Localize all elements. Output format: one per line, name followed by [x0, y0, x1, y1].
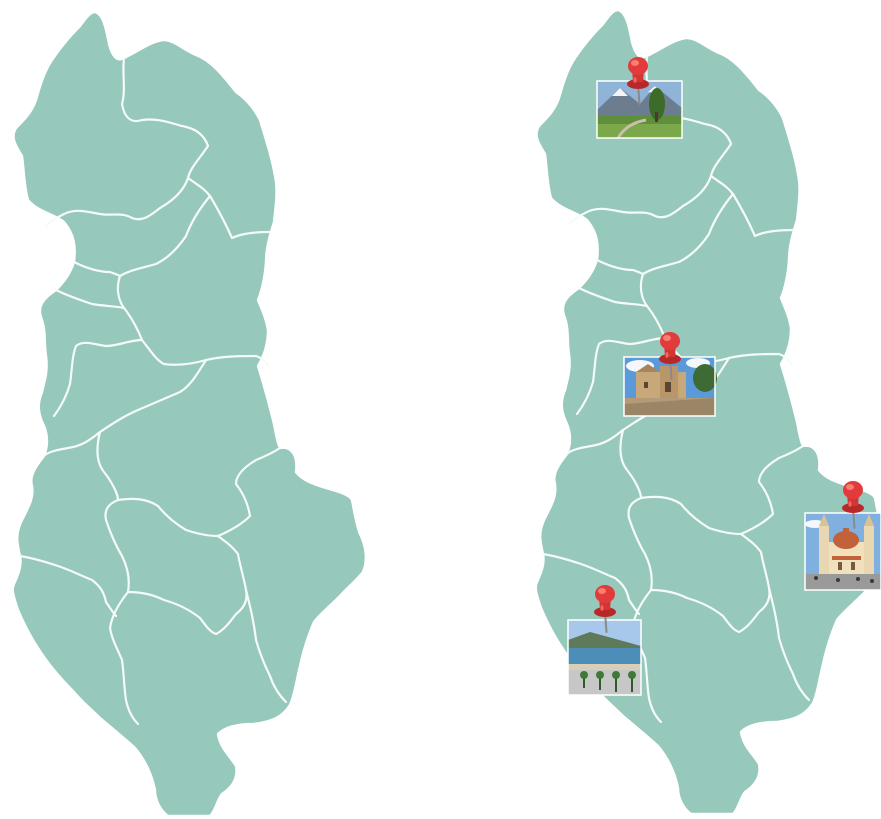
marker-east-cathedral[interactable]: [804, 480, 881, 591]
cathedral-photo: [804, 512, 881, 591]
marker-south-coast[interactable]: [567, 584, 642, 696]
plain-map: [11, 10, 368, 818]
coastal-promenade-photo: [567, 619, 642, 696]
country-outline-left: [11, 10, 368, 818]
marker-central-castle[interactable]: [623, 331, 717, 417]
mountain-valley-photo: [596, 80, 683, 139]
marker-north-mountains[interactable]: [596, 56, 683, 139]
castle-church-photo: [623, 356, 717, 417]
